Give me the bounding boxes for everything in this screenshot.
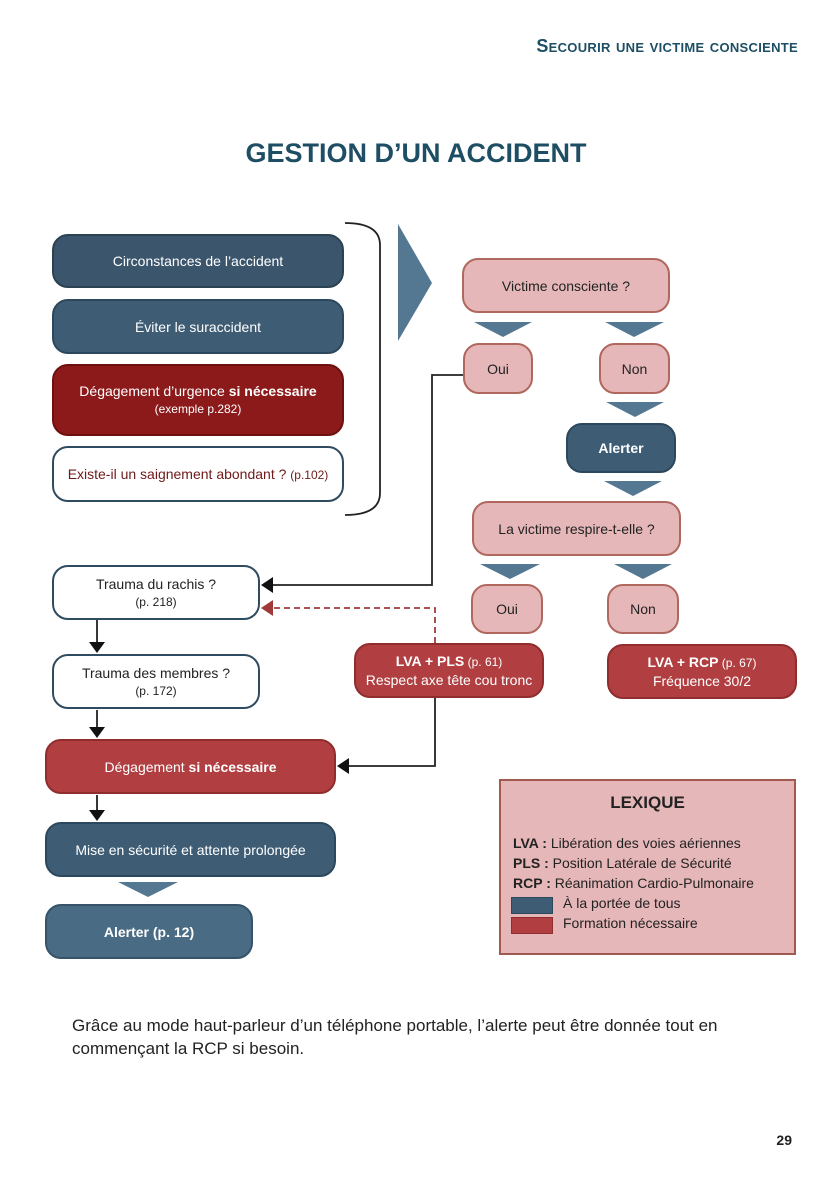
lexique-lva-key: LVA : <box>513 835 547 851</box>
question-trauma-membres: Trauma des membres ? (p. 172) <box>52 654 260 709</box>
lva-rcp-detail: Fréquence 30/2 <box>652 673 752 689</box>
lva-pls-ref: (p. 61) <box>464 655 503 669</box>
degagement-urgence-ref: (exemple p.282) <box>154 402 242 416</box>
degagement-urgence-condition: si nécessaire <box>228 383 317 399</box>
step-saignement: Existe-il un saignement abondant ? (p.10… <box>52 446 344 502</box>
lexique-lva: LVA : Libération des voies aériennes <box>513 835 741 851</box>
lva-rcp-label: LVA + RCP <box>647 654 719 670</box>
page-title: GESTION D’UN ACCIDENT <box>245 138 587 168</box>
lexique-title: LEXIQUE <box>610 793 685 812</box>
lva-rcp-ref: (p. 67) <box>718 656 757 670</box>
alerter-label: Alerter <box>598 440 644 456</box>
chevron-oui2 <box>480 564 540 579</box>
answer-oui-respire: Oui <box>471 584 543 634</box>
step-lva-rcp: LVA + RCP (p. 67) Fréquence 30/2 <box>607 644 797 699</box>
saignement-label: Existe-il un saignement abondant ? <box>67 465 291 482</box>
securite-label: Mise en sécurité et attente prolongée <box>75 841 306 858</box>
footnote-paragraph: Grâce au mode haut-parleur d’un téléphon… <box>72 1016 718 1058</box>
answer-oui-conscience: Oui <box>463 343 533 394</box>
legend-swatch-blue <box>511 897 553 914</box>
legend-label-red: Formation nécessaire <box>563 915 698 931</box>
step-degagement-urgence: Dégagement d’urgence si nécessaire (exem… <box>52 364 344 436</box>
membres-ref: (p. 172) <box>135 683 177 698</box>
step-lva-pls: LVA + PLS (p. 61) Respect axe tête cou t… <box>354 643 544 698</box>
big-arrow-right <box>398 224 432 341</box>
respire-label: La victime respire-t-elle ? <box>498 520 655 537</box>
lva-pls-detail: Respect axe tête cou tronc <box>365 672 533 688</box>
lexique-pls-key: PLS : <box>513 855 549 871</box>
step-degagement: Dégagement si nécessaire <box>45 739 336 794</box>
question-victime-consciente: Victime consciente ? <box>462 258 670 313</box>
rachis-ref: (p. 218) <box>135 594 177 609</box>
alerter-final-label: Alerter (p. 12) <box>103 923 195 940</box>
step-eviter-suraccident: Éviter le suraccident <box>52 299 344 354</box>
non2-label: Non <box>630 601 656 617</box>
section-header: Secourir une victime consciente <box>536 36 798 56</box>
step-alerter: Alerter <box>566 423 676 473</box>
lexique-pls: PLS : Position Latérale de Sécurité <box>513 855 732 871</box>
rachis-label: Trauma du rachis ? <box>95 575 217 592</box>
lexique-pls-value: Position Latérale de Sécurité <box>548 855 732 871</box>
answer-non-conscience: Non <box>599 343 670 394</box>
legend-label-blue: À la portée de tous <box>563 895 681 911</box>
chevron-oui1 <box>474 322 532 337</box>
step-eviter-label: Éviter le suraccident <box>134 318 262 335</box>
step-circonstances-label: Circonstances de l’accident <box>112 253 284 269</box>
lexique-box: LEXIQUE LVA : Libération des voies aérie… <box>499 779 796 955</box>
chevron-respire <box>604 481 662 496</box>
degagement-urgence-label: Dégagement d’urgence <box>79 383 229 399</box>
question-trauma-rachis: Trauma du rachis ? (p. 218) <box>52 565 260 620</box>
step-alerter-final: Alerter (p. 12) <box>45 904 253 959</box>
chevron-non1 <box>605 322 664 337</box>
lva-pls-label: LVA + PLS <box>395 653 465 669</box>
page-number: 29 <box>776 1132 792 1148</box>
answer-non-respire: Non <box>607 584 679 634</box>
chevron-securite <box>118 882 178 897</box>
step-mise-en-securite: Mise en sécurité et attente prolongée <box>45 822 336 877</box>
chevron-non2 <box>614 564 672 579</box>
lexique-lva-value: Libération des voies aériennes <box>546 835 741 851</box>
degagement-condition: si nécessaire <box>188 758 277 775</box>
non1-label: Non <box>621 360 648 377</box>
bracket <box>344 222 381 516</box>
chevron-alerter <box>606 402 664 417</box>
degagement-label: Dégagement <box>104 758 189 775</box>
lexique-rcp: RCP : Réanimation Cardio-Pulmonaire <box>513 875 754 891</box>
victime-consciente-label: Victime consciente ? <box>501 277 631 294</box>
legend-swatch-red <box>511 917 553 934</box>
saignement-ref: (p.102) <box>290 467 329 482</box>
question-respire: La victime respire-t-elle ? <box>472 501 681 556</box>
oui1-label: Oui <box>487 360 509 377</box>
lexique-rcp-value: Réanimation Cardio-Pulmonaire <box>550 875 754 891</box>
membres-label: Trauma des membres ? <box>81 664 231 681</box>
step-circonstances: Circonstances de l’accident <box>52 234 344 288</box>
lexique-rcp-key: RCP : <box>513 875 551 891</box>
oui2-label: Oui <box>496 601 518 617</box>
